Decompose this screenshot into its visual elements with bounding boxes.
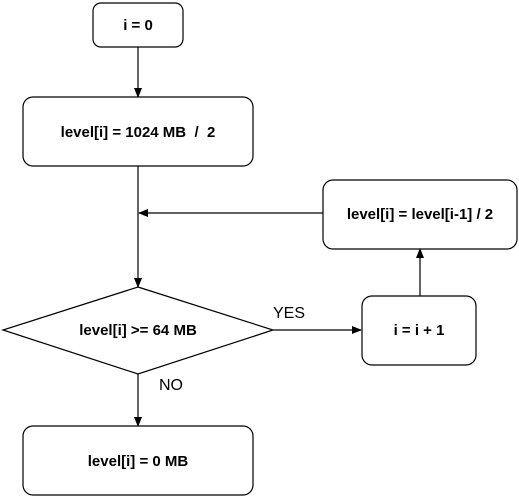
no-label: NO [159,377,183,394]
init-node-label: i = 0 [123,17,153,34]
first-level-node-label: level[i] = 1024 MB / 2 [61,124,216,141]
increment-node: i = i + 1 [361,295,477,366]
condition-node: level[i] >= 64 MB [1,286,275,375]
final-node: level[i] = 0 MB [22,425,254,496]
yes-label: YES [273,305,305,322]
first-level-node: level[i] = 1024 MB / 2 [22,96,254,167]
condition-node-label: level[i] >= 64 MB [79,322,197,339]
halve-node-label: level[i] = level[i-1] / 2 [347,206,493,223]
init-node: i = 0 [92,2,184,48]
increment-node-label: i = i + 1 [394,322,445,339]
final-node-label: level[i] = 0 MB [88,453,189,470]
halve-node: level[i] = level[i-1] / 2 [322,179,518,250]
